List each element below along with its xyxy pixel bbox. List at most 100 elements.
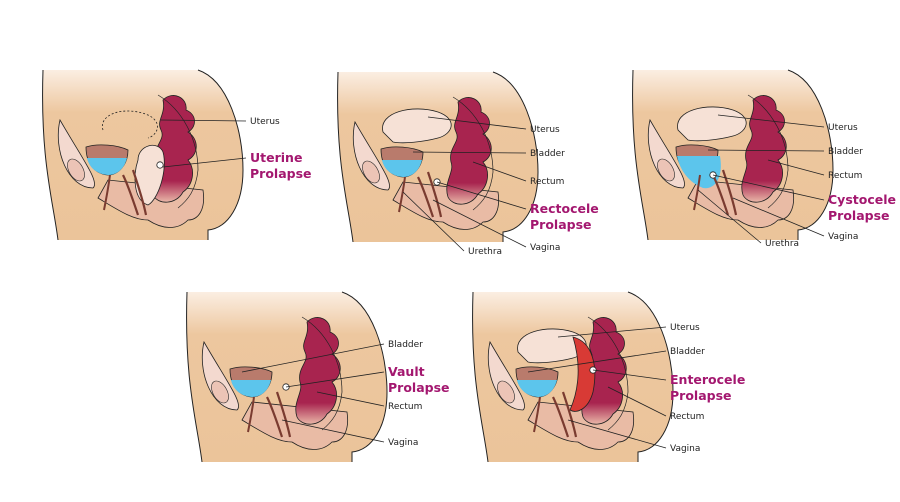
label-uterus: Uterus [828,123,858,133]
sacrum-line [747,94,789,209]
leader-line [281,419,385,443]
label-bladder: Bladder [828,147,863,157]
label-vagina: Vagina [388,438,418,448]
prolapse-title-line-1: Uterine [250,150,302,165]
pubic-bone-inner [67,158,85,182]
pubic-bone-inner [497,380,515,404]
leader-line [432,199,527,248]
leader-line [767,159,825,176]
vagina [552,391,578,438]
label-uterus: Uterus [670,323,700,333]
leader-line [592,369,667,381]
prolapse-title-line-2: Prolapse [250,166,312,181]
label-rectum: Rectum [388,402,422,412]
prolapse-title-line-1: Rectocele [530,201,599,216]
back-outline [197,69,244,240]
uterus-original-position [102,110,158,139]
label-rectum: Rectum [530,177,564,187]
leader-line [316,391,385,407]
label-rectum: Rectum [670,412,704,422]
label-urethra: Urethra [765,239,799,249]
leader-line [527,350,667,373]
back-outline [341,291,388,462]
panel-enterocele-prolapse [472,291,674,463]
prolapse-title-line-2: Prolapse [530,217,592,232]
sacrum-line [301,316,343,431]
back-outline [492,71,539,242]
label-uterus: Uterus [530,125,560,135]
bladder-fluid [517,380,557,397]
front-outline [186,291,203,463]
leader-line [162,157,247,168]
leader-line [607,386,667,417]
prolapse-marker [156,161,164,169]
label-vagina: Vagina [828,232,858,242]
leader-line [732,197,825,237]
leader-line [241,343,385,373]
leader-line [412,151,527,154]
bladder-fluid [87,158,127,175]
leader-line [160,119,247,122]
vagina [417,171,443,218]
uterus [677,106,747,142]
pubic-bone-inner [362,160,380,184]
prolapse-title-line-1: Enterocele [670,372,745,387]
sacrum-line [587,316,629,431]
leader-line [285,371,385,388]
leader-line [707,149,825,152]
pubic-bone-inner [211,380,229,404]
panel-vault-prolapse [186,291,388,463]
label-bladder: Bladder [388,340,423,350]
panel-rectocele-prolapse [337,71,539,243]
urethra [247,396,255,433]
urethra [398,176,406,213]
leader-line [427,116,527,130]
pubic-bone [487,340,525,411]
front-outline [42,69,59,241]
panel-uterine-prolapse [42,69,244,241]
pubic-bone [201,340,239,411]
prolapse-title-line-2: Prolapse [670,388,732,403]
small-bowel-hernia [569,336,596,412]
leader-line [402,191,465,252]
prolapse-title-line-1: Cystocele [828,192,896,207]
prolapse-title-line-2: Prolapse [828,208,890,223]
front-outline [472,291,489,463]
leader-line [557,326,667,338]
back-outline [627,291,674,462]
label-vagina: Vagina [530,243,560,253]
leader-line [567,419,667,449]
front-outline [337,71,354,243]
panel-cystocele-prolapse [632,69,834,241]
uterus [517,328,587,364]
leader-line [436,181,527,210]
leader-line [697,189,762,244]
pubic-bone [352,120,390,191]
pubic-bone [57,118,95,189]
urethra [693,174,701,211]
label-uterus: Uterus [250,117,280,127]
uterus [134,144,165,206]
urethra [103,174,111,211]
leader-line [472,161,527,182]
label-bladder: Bladder [670,347,705,357]
urethra [533,396,541,433]
back-outline [787,69,834,240]
sacrum-line [452,96,494,211]
bladder-fluid [231,380,271,397]
label-bladder: Bladder [530,149,565,159]
label-vagina: Vagina [670,444,700,454]
label-rectum: Rectum [828,171,862,181]
vagina [266,391,292,438]
prolapse-title-line-1: Vault [388,364,425,379]
prolapse-title-line-2: Prolapse [388,380,450,395]
pubic-bone-inner [657,158,675,182]
label-urethra: Urethra [468,247,502,257]
vagina [122,169,148,216]
pubic-bone [647,118,685,189]
leader-line [712,174,825,201]
front-outline [632,69,649,241]
sacrum-line [157,94,199,209]
